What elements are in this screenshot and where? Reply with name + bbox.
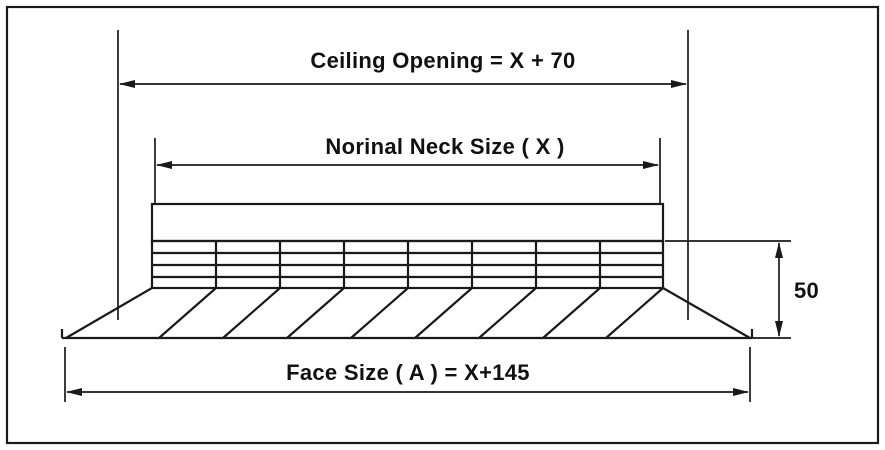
face-line (60, 329, 754, 340)
height-label: 50 (794, 278, 819, 303)
flange-left (65, 287, 153, 339)
face-size-dimension: Face Size ( A ) = X+145 (64, 347, 751, 402)
neck-size-label: Norinal Neck Size ( X ) (325, 134, 564, 159)
diffuser-body (60, 202, 754, 340)
slat-line (286, 287, 345, 339)
drawing-border (5, 5, 880, 445)
slat-line (605, 287, 664, 339)
face-size-label: Face Size ( A ) = X+145 (286, 360, 530, 385)
slat-line (542, 287, 601, 339)
ceiling-opening-label: Ceiling Opening = X + 70 (310, 48, 575, 73)
diffuser-neck (150, 202, 665, 243)
louver-grid (150, 239, 665, 290)
slat-line (414, 287, 473, 339)
slat-line (222, 287, 281, 339)
slat-line (158, 287, 217, 339)
height-dimension: 50 (665, 240, 819, 339)
neck-size-dimension: Norinal Neck Size ( X ) (154, 134, 661, 204)
flange-right (662, 287, 751, 339)
ceiling-opening-dimension: Ceiling Opening = X + 70 (117, 30, 689, 320)
diffuser-slats (65, 287, 751, 339)
slat-line (350, 287, 409, 339)
slat-line (478, 287, 537, 339)
